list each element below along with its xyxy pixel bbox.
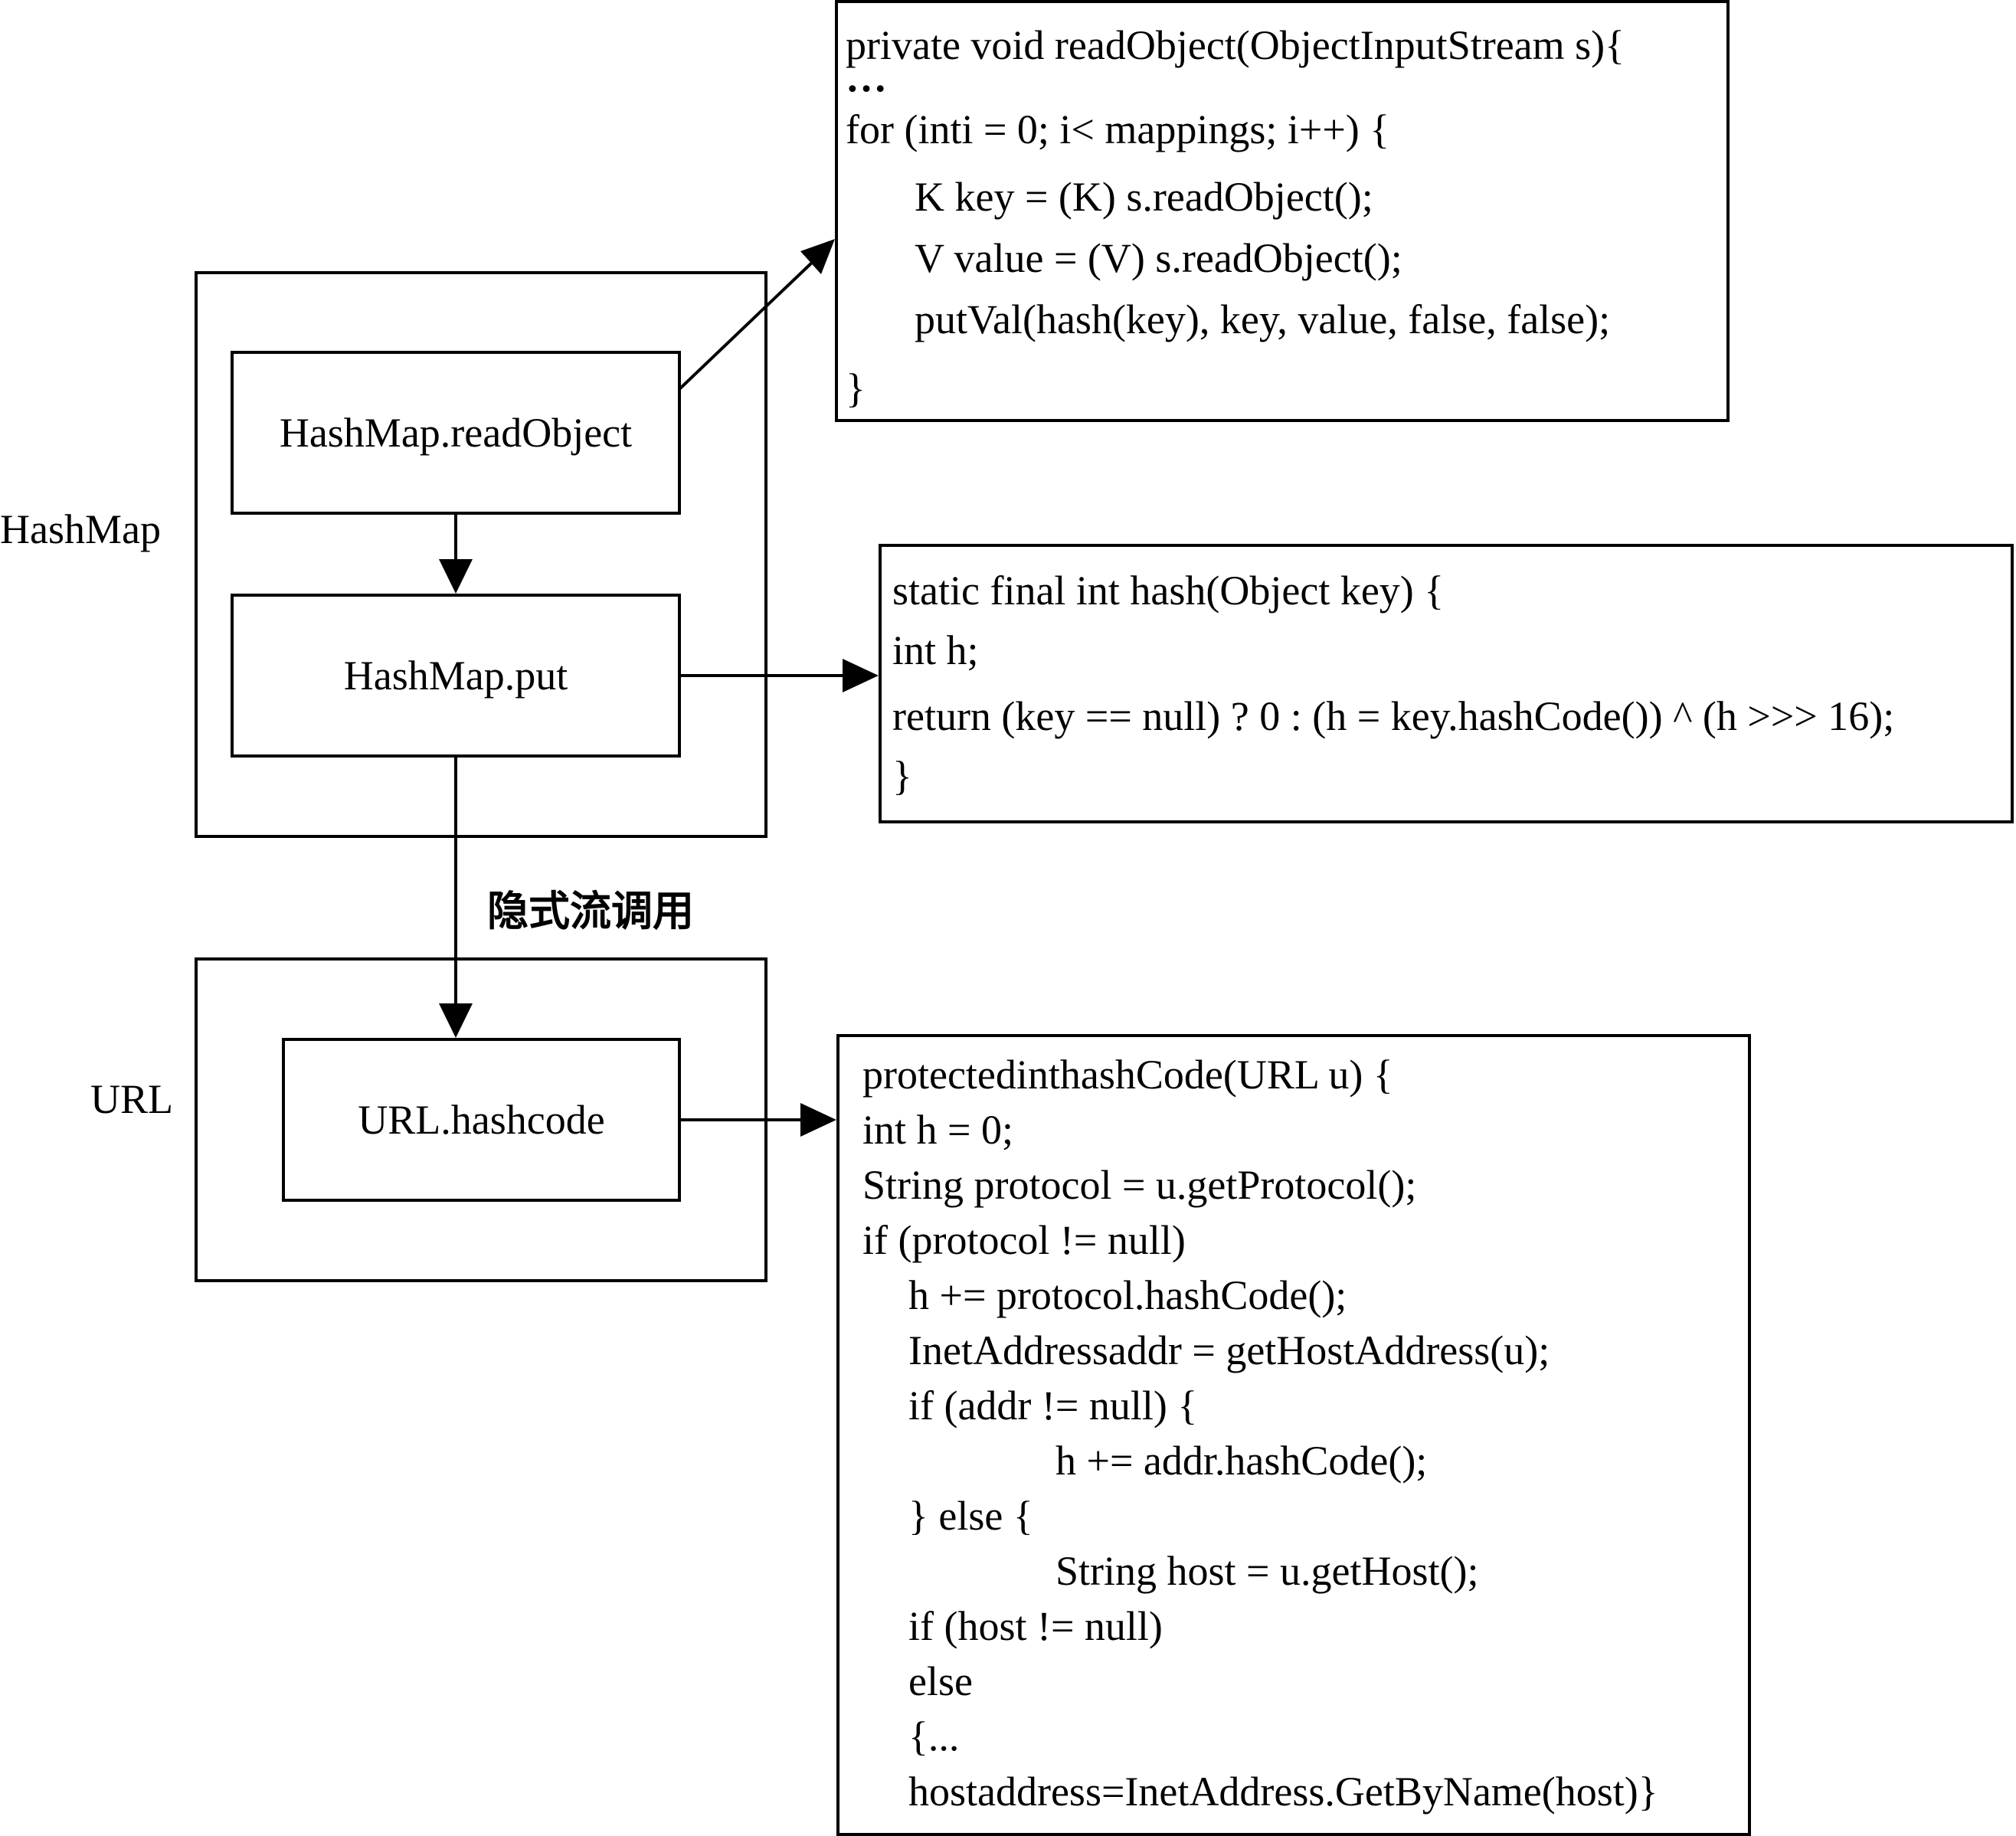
code-box-readobject: private void readObject(ObjectInputStrea… bbox=[835, 0, 1730, 422]
hashmap-group bbox=[195, 271, 767, 838]
node-hashmap-put-label: HashMap.put bbox=[343, 653, 568, 699]
code-line: putVal(hash(key), key, value, false, fal… bbox=[915, 296, 1611, 342]
code-line: h += addr.hashCode(); bbox=[1055, 1438, 1428, 1484]
code-line: InetAddressaddr = getHostAddress(u); bbox=[908, 1327, 1550, 1373]
code-line: } bbox=[846, 365, 866, 411]
code-line: String host = u.getHost(); bbox=[1055, 1548, 1479, 1594]
node-hashmap-readobject: HashMap.readObject bbox=[231, 351, 681, 515]
code-line: h += protocol.hashCode(); bbox=[908, 1272, 1347, 1318]
code-line: if (host != null) bbox=[908, 1603, 1163, 1649]
edge-label-implicit-flow: 隐式流调用 bbox=[487, 887, 694, 935]
arrowhead-put-to-urlhashcode bbox=[439, 1003, 473, 1038]
code-line: int h = 0; bbox=[862, 1107, 1013, 1153]
url-group-label: URL bbox=[90, 1076, 173, 1122]
code-line: V value = (V) s.readObject(); bbox=[915, 235, 1402, 281]
url-group bbox=[195, 957, 767, 1282]
arrowhead-put-to-hash-code bbox=[843, 659, 879, 692]
node-url-hashcode: URL.hashcode bbox=[282, 1038, 681, 1202]
code-line: } bbox=[892, 753, 912, 799]
code-line: String protocol = u.getProtocol(); bbox=[862, 1162, 1417, 1208]
node-url-hashcode-label: URL.hashcode bbox=[358, 1097, 605, 1143]
code-line: return (key == null) ? 0 : (h = key.hash… bbox=[892, 693, 1895, 739]
code-line: int h; bbox=[892, 627, 979, 673]
code-line: hostaddress=InetAddress.GetByName(host)} bbox=[908, 1769, 1658, 1815]
code-line: … bbox=[846, 54, 887, 100]
code-line: else bbox=[908, 1658, 973, 1704]
arrowhead-readobject-to-code bbox=[800, 239, 835, 274]
code-box-url-hashcode: protectedinthashCode(URL u) { int h = 0;… bbox=[836, 1034, 1751, 1836]
node-hashmap-readobject-label: HashMap.readObject bbox=[279, 410, 633, 456]
arrowhead-readobject-to-put bbox=[439, 559, 473, 594]
code-line: K key = (K) s.readObject(); bbox=[915, 174, 1373, 220]
hashmap-group-label: HashMap bbox=[0, 506, 161, 552]
node-hashmap-put: HashMap.put bbox=[231, 594, 681, 758]
code-line: private void readObject(ObjectInputStrea… bbox=[846, 22, 1625, 68]
arrowhead-urlhashcode-to-code bbox=[800, 1103, 836, 1137]
arrow-readobject-to-code bbox=[678, 259, 816, 391]
code-line: if (addr != null) { bbox=[908, 1383, 1198, 1429]
code-line: protectedinthashCode(URL u) { bbox=[862, 1052, 1393, 1098]
code-box-hash: static final int hash(Object key) { int … bbox=[879, 544, 2014, 823]
code-line: static final int hash(Object key) { bbox=[892, 568, 1445, 614]
code-line: for (inti = 0; i< mappings; i++) { bbox=[846, 106, 1390, 152]
code-line: {... bbox=[908, 1713, 960, 1759]
code-line: } else { bbox=[908, 1493, 1033, 1539]
code-line: if (protocol != null) bbox=[862, 1217, 1186, 1263]
